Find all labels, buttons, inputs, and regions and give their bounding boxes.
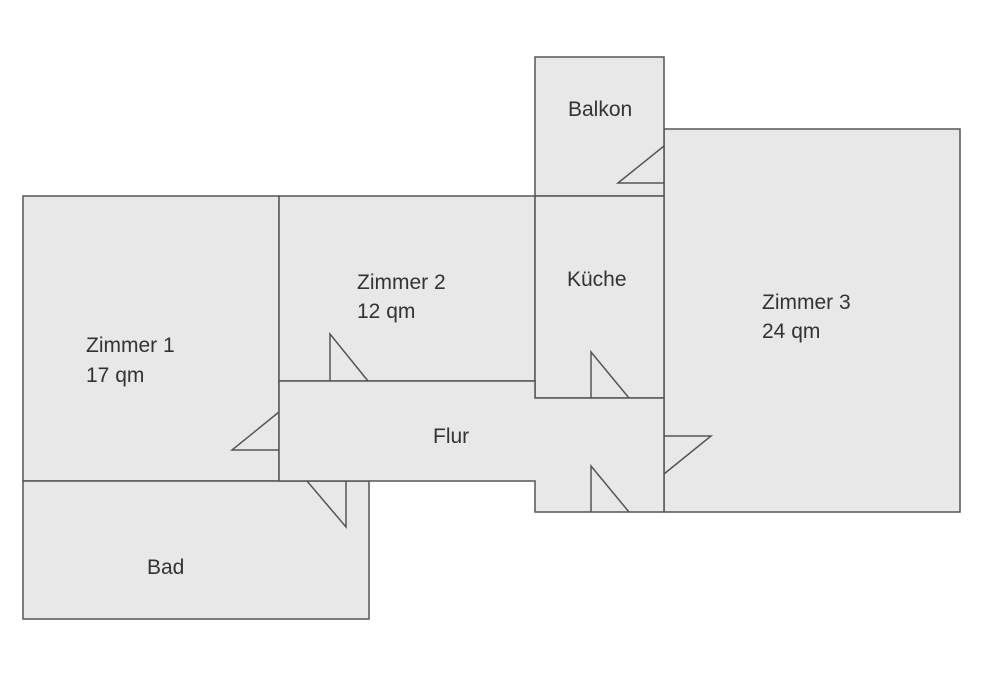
door-balkon	[615, 145, 665, 184]
room-zimmer-3	[663, 128, 961, 513]
door-zimmer-3	[663, 435, 714, 475]
label-kueche: Küche	[567, 268, 627, 291]
label-zimmer-3: Zimmer 3	[762, 291, 851, 314]
label-bad: Bad	[147, 556, 184, 579]
label-zimmer-2-area: 12 qm	[357, 300, 415, 323]
door-flur-entrance	[590, 463, 630, 513]
room-zimmer-1	[22, 195, 280, 482]
label-zimmer-1: Zimmer 1	[86, 334, 175, 357]
door-zimmer-1	[229, 411, 280, 451]
door-zimmer-2	[329, 331, 369, 382]
door-bad	[306, 480, 347, 530]
door-kueche	[590, 349, 630, 399]
room-zimmer-2	[278, 195, 536, 382]
label-flur: Flur	[433, 425, 469, 448]
label-zimmer-1-area: 17 qm	[86, 364, 144, 387]
room-flur	[278, 380, 665, 513]
label-zimmer-2: Zimmer 2	[357, 271, 446, 294]
label-zimmer-3-area: 24 qm	[762, 320, 820, 343]
room-bad	[22, 480, 370, 620]
room-kueche	[534, 195, 665, 399]
room-balkon	[534, 56, 665, 197]
label-balkon: Balkon	[568, 98, 632, 121]
